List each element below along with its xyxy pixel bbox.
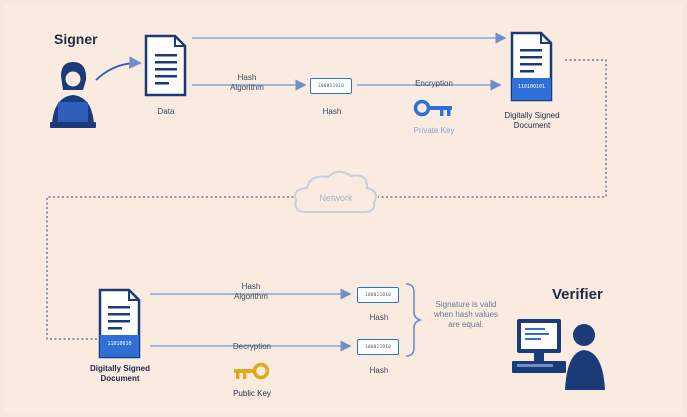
network-path <box>46 59 607 340</box>
hash-box-2: 100011010 <box>357 339 399 355</box>
hash-algorithm-label: Hash Algorithm <box>230 73 264 92</box>
signed-document-icon <box>510 31 553 102</box>
hash-box: 100011010 <box>310 78 352 94</box>
data-document-icon <box>144 34 187 97</box>
bottom-signed-doc-value: 11010010 <box>107 341 132 347</box>
public-key-label: Public Key <box>233 389 271 398</box>
cloud-icon <box>294 170 377 214</box>
private-key-label: Private Key <box>413 126 455 135</box>
data-label: Data <box>157 107 175 116</box>
brace-icon <box>405 283 423 357</box>
hash-1-label: Hash <box>369 313 389 322</box>
verifier-icon <box>512 319 605 390</box>
signer-icon <box>50 62 96 128</box>
hash-2-label: Hash <box>369 366 389 375</box>
signature-valid-note: Signature is valid when hash values are … <box>433 300 499 329</box>
network-label: Network <box>319 193 353 203</box>
hash-box-1: 100011010 <box>357 287 399 303</box>
bottom-hash-algorithm-label: Hash Algorithm <box>234 282 268 301</box>
arrow-signer-to-data <box>95 56 142 81</box>
private-key-icon <box>413 99 452 117</box>
verifier-title: Verifier <box>552 286 603 303</box>
signer-title: Signer <box>54 31 98 47</box>
decryption-label: Decryption <box>232 342 272 351</box>
signed-doc-label: Digitally Signed Document <box>504 111 560 130</box>
encryption-label: Encryption <box>415 79 453 88</box>
bottom-signed-document-icon <box>98 288 141 359</box>
bottom-signed-doc-label: Digitally Signed Document <box>89 364 150 383</box>
public-key-icon <box>234 362 270 380</box>
signed-doc-value: 110100101 <box>517 84 546 90</box>
hash-label: Hash <box>322 107 342 116</box>
